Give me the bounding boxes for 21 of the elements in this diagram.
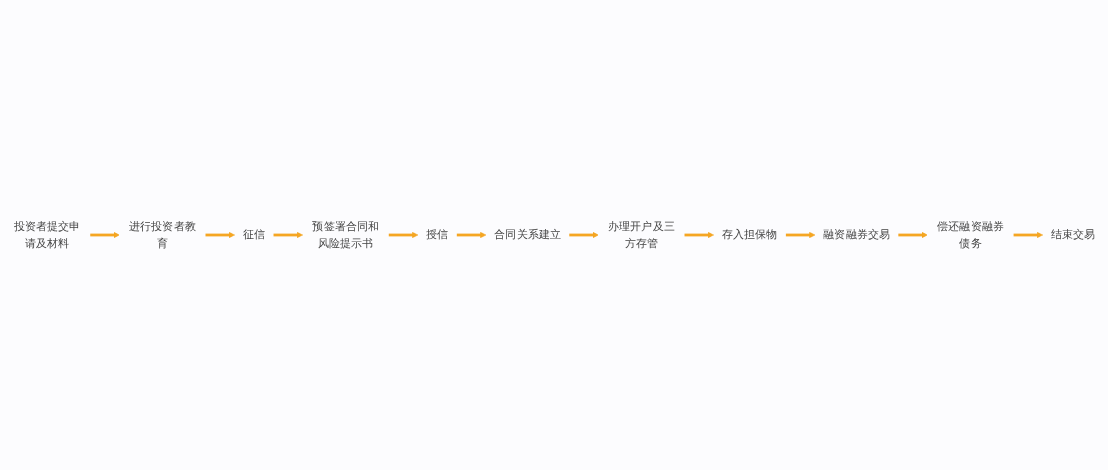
step-text: 合同关系建立 (494, 228, 561, 241)
step-text: 投资者提交申请及材料 (13, 220, 81, 249)
step-text: 预签署合同和风险提示书 (312, 220, 380, 249)
arrow (388, 231, 419, 239)
step-text: 偿还融资融券债务 (937, 220, 1004, 249)
step-text: 进行投资者教育 (129, 220, 196, 249)
step-text: 融资融券交易 (823, 228, 890, 241)
arrow (684, 231, 714, 239)
step-text: 办理开户及三方存管 (608, 220, 675, 249)
step-text: 存入担保物 (722, 228, 778, 241)
arrow (569, 231, 599, 239)
arrow (1013, 231, 1043, 239)
arrow (205, 231, 235, 239)
arrow (785, 231, 816, 239)
arrow (456, 231, 487, 239)
arrow (898, 231, 928, 239)
arrow (90, 231, 120, 239)
step-text: 结束交易 (1051, 228, 1096, 241)
step-text: 征信 (243, 228, 266, 241)
arrow (273, 231, 303, 239)
step-text: 授信 (426, 228, 449, 241)
